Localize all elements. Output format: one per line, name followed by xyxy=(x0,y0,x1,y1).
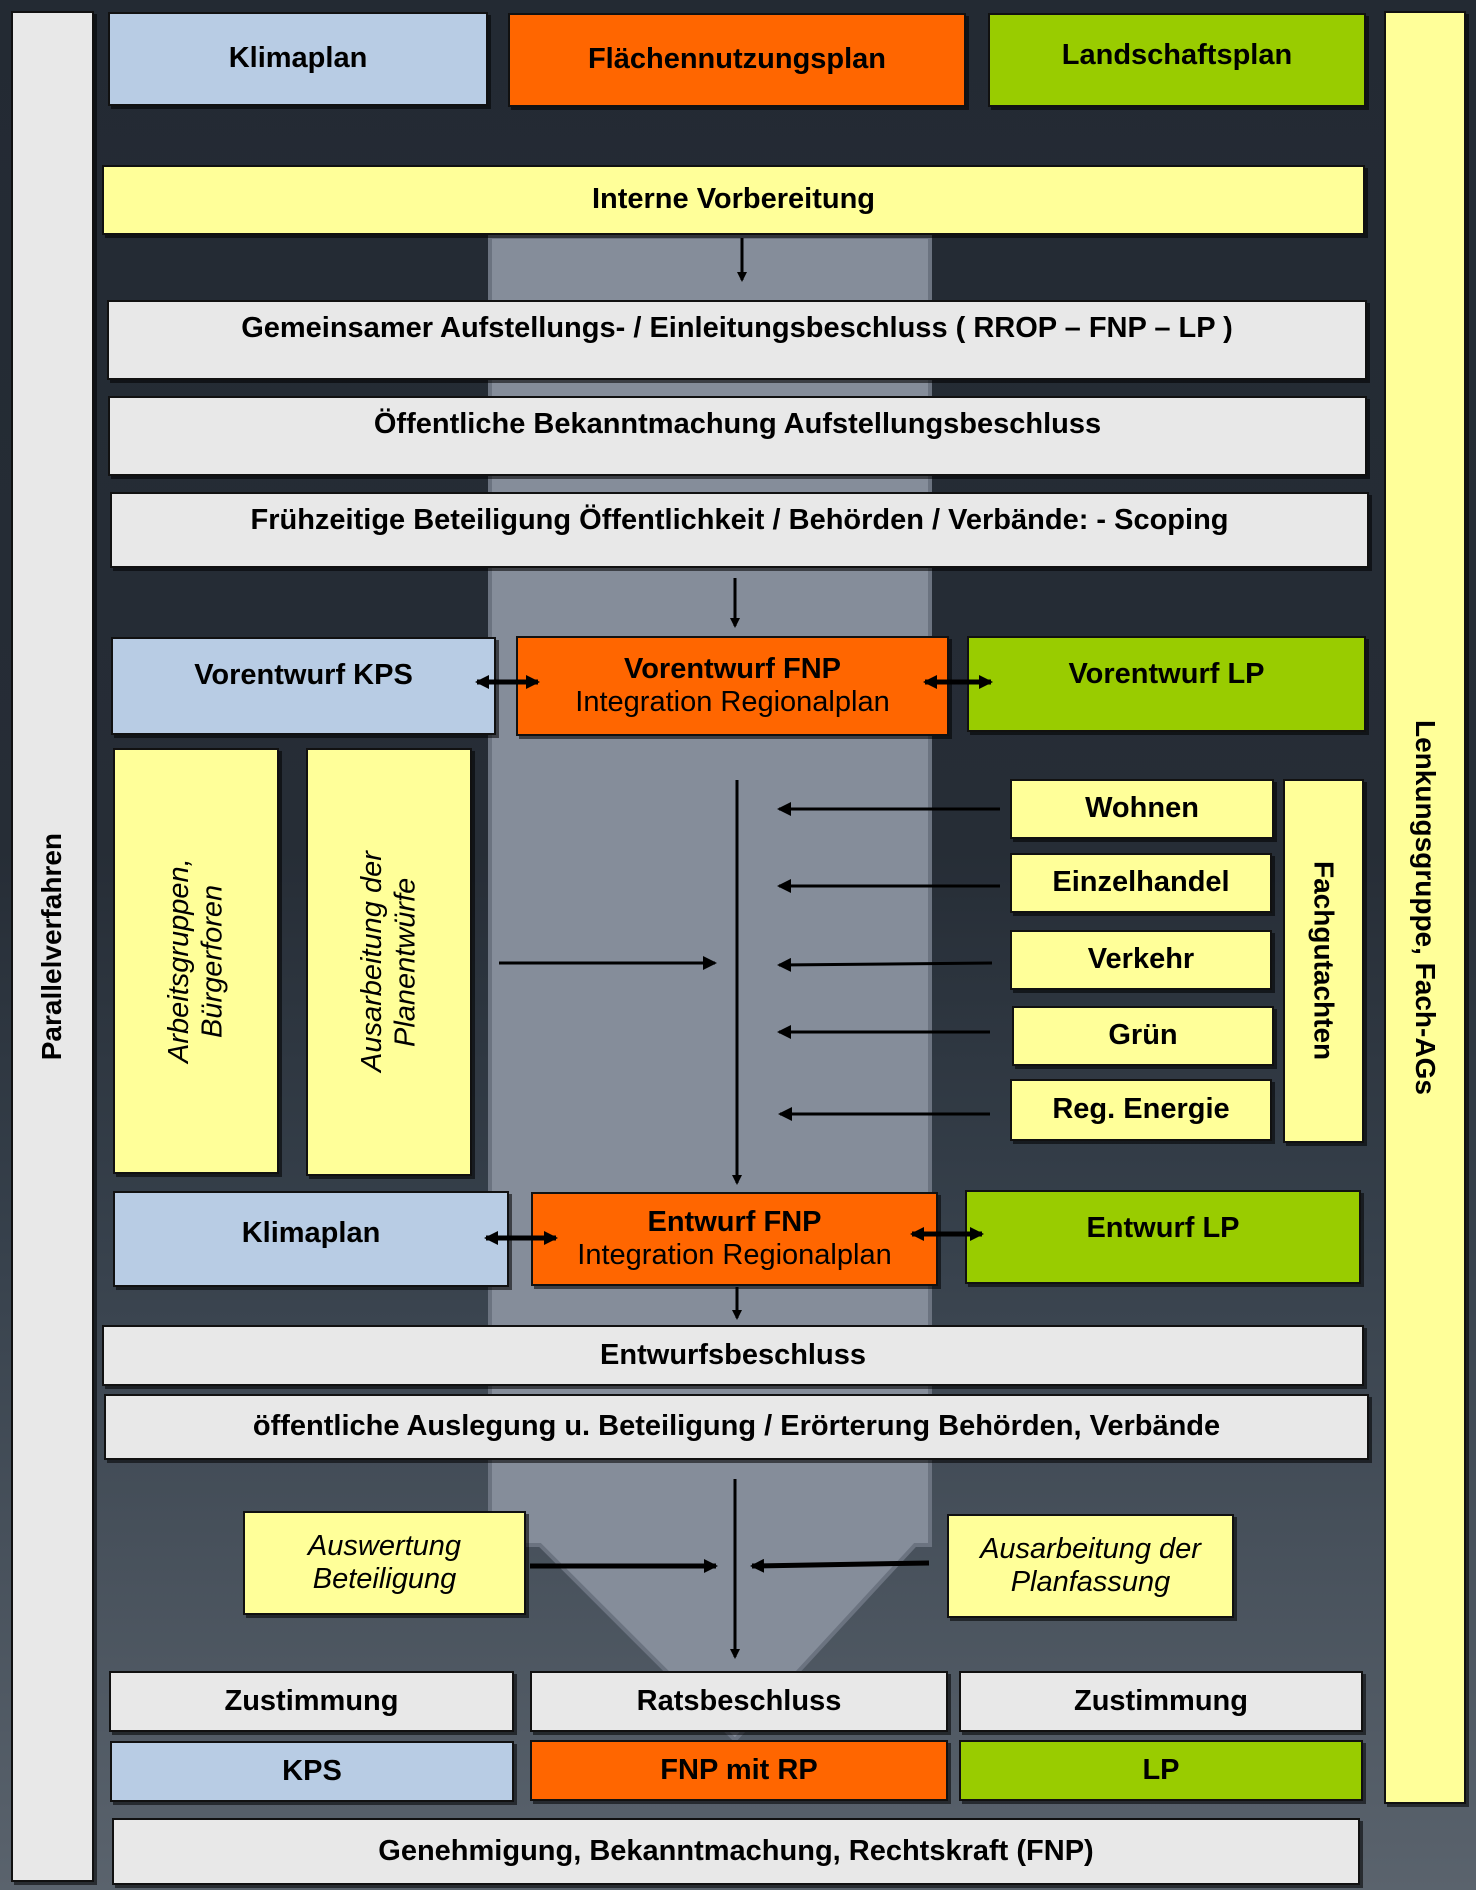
entwurf-fnp-title: Entwurf FNP xyxy=(647,1205,822,1238)
ausarbeitung-planfassung-label: Ausarbeitung der Planfassung xyxy=(980,1532,1201,1598)
ratsbeschluss: Ratsbeschluss xyxy=(530,1671,948,1732)
parallelverfahren-column: Parallelverfahren xyxy=(11,11,94,1882)
fachgutachten-verkehr: Verkehr xyxy=(1010,930,1272,990)
fachgutachten-einzelhandel-label: Einzelhandel xyxy=(1052,866,1230,899)
step-fruehzeitige-beteiligung: Frühzeitige Beteiligung Öffentlichkeit /… xyxy=(110,492,1369,568)
vorentwurf-fnp: Vorentwurf FNP Integration Regionalplan xyxy=(516,636,949,736)
ausarbeitung-planentwuerfe-box: Ausarbeitung der Planentwürfe xyxy=(306,748,472,1176)
lenkungsgruppe-column: Lenkungsgruppe, Fach-AGs xyxy=(1384,11,1466,1804)
header-flaechennutzungsplan: Flächennutzungsplan xyxy=(508,13,966,107)
fachgutachten-reg-energie: Reg. Energie xyxy=(1010,1079,1272,1141)
fachgutachten-gruen: Grün xyxy=(1012,1006,1274,1066)
lenkungsgruppe-label: Lenkungsgruppe, Fach-AGs xyxy=(1410,720,1442,1095)
fachgutachten-reg-energie-label: Reg. Energie xyxy=(1052,1093,1230,1126)
entwurf-fnp-subtitle: Integration Regionalplan xyxy=(577,1239,892,1271)
fachgutachten-wohnen: Wohnen xyxy=(1010,779,1274,839)
zustimmung-left-label: Zustimmung xyxy=(224,1684,399,1717)
genehmigung-label: Genehmigung, Bekanntmachung, Rechtskraft… xyxy=(378,1834,1094,1867)
fachgutachten-einzelhandel: Einzelhandel xyxy=(1010,853,1272,913)
ausarbeitung-planfassung: Ausarbeitung der Planfassung xyxy=(947,1514,1234,1618)
fachgutachten-verkehr-label: Verkehr xyxy=(1087,943,1195,976)
genehmigung-bekanntmachung-rechtskraft: Genehmigung, Bekanntmachung, Rechtskraft… xyxy=(112,1818,1360,1885)
auswertung-beteiligung: Auswertung Beteiligung xyxy=(243,1511,526,1615)
step-auslegung-label: öffentliche Auslegung u. Beteiligung / E… xyxy=(252,1410,1221,1443)
header-landschaftsplan-label: Landschaftsplan xyxy=(1061,39,1293,71)
final-fnp-mit-rp: FNP mit RP xyxy=(530,1740,948,1801)
zustimmung-right-label: Zustimmung xyxy=(1074,1684,1248,1717)
fachgutachten-gruen-label: Grün xyxy=(1108,1019,1178,1052)
vorentwurf-fnp-subtitle: Integration Regionalplan xyxy=(575,686,890,718)
header-klimaplan: Klimaplan xyxy=(108,12,488,106)
fachgutachten-wohnen-label: Wohnen xyxy=(1085,792,1199,825)
entwurf-fnp: Entwurf FNP Integration Regionalplan xyxy=(531,1192,938,1286)
step-fruehzeitige-beteiligung-label: Frühzeitige Beteiligung Öffentlichkeit /… xyxy=(250,504,1229,536)
step-aufstellungsbeschluss: Gemeinsamer Aufstellungs- / Einleitungsb… xyxy=(107,300,1367,380)
step-interne-vorbereitung: Interne Vorbereitung xyxy=(102,165,1365,235)
vorentwurf-kps: Vorentwurf KPS xyxy=(111,637,496,735)
step-entwurfsbeschluss: Entwurfsbeschluss xyxy=(102,1325,1364,1386)
entwurf-klimaplan: Klimaplan xyxy=(113,1191,509,1287)
step-auslegung: öffentliche Auslegung u. Beteiligung / E… xyxy=(104,1394,1369,1460)
fachgutachten-label: Fachgutachten xyxy=(1308,861,1340,1061)
ratsbeschluss-label: Ratsbeschluss xyxy=(636,1684,842,1717)
auswertung-beteiligung-label: Auswertung Beteiligung xyxy=(307,1529,462,1595)
step-bekanntmachung-label: Öffentliche Bekanntmachung Aufstellungsb… xyxy=(373,408,1102,440)
entwurf-lp-label: Entwurf LP xyxy=(1086,1212,1240,1244)
fachgutachten-group: Fachgutachten xyxy=(1283,779,1364,1143)
entwurf-klimaplan-label: Klimaplan xyxy=(241,1217,381,1249)
step-bekanntmachung: Öffentliche Bekanntmachung Aufstellungsb… xyxy=(108,396,1367,476)
step-aufstellungsbeschluss-label: Gemeinsamer Aufstellungs- / Einleitungsb… xyxy=(241,312,1233,344)
step-interne-vorbereitung-label: Interne Vorbereitung xyxy=(591,183,876,216)
arrow-planfassung-to-flow xyxy=(750,1558,930,1573)
final-kps-label: KPS xyxy=(282,1754,342,1787)
zustimmung-left: Zustimmung xyxy=(109,1671,514,1732)
arbeitsgruppen-box: Arbeitsgruppen, Bürgerforen xyxy=(113,748,279,1174)
vorentwurf-lp-label: Vorentwurf LP xyxy=(1068,658,1265,690)
header-klimaplan-label: Klimaplan xyxy=(228,42,368,75)
vorentwurf-fnp-title: Vorentwurf FNP xyxy=(624,652,841,685)
final-lp: LP xyxy=(959,1740,1363,1801)
entwurf-lp: Entwurf LP xyxy=(965,1190,1361,1284)
final-fnp-mit-rp-label: FNP mit RP xyxy=(660,1753,818,1786)
zustimmung-right: Zustimmung xyxy=(959,1671,1363,1732)
header-fnp-label: Flächennutzungsplan xyxy=(587,43,887,76)
vorentwurf-kps-label: Vorentwurf KPS xyxy=(194,659,413,691)
step-entwurfsbeschluss-label: Entwurfsbeschluss xyxy=(600,1338,866,1371)
header-landschaftsplan: Landschaftsplan xyxy=(988,13,1366,107)
final-lp-label: LP xyxy=(1142,1753,1180,1786)
final-kps: KPS xyxy=(110,1741,514,1802)
arrow-verkehr xyxy=(777,957,993,972)
